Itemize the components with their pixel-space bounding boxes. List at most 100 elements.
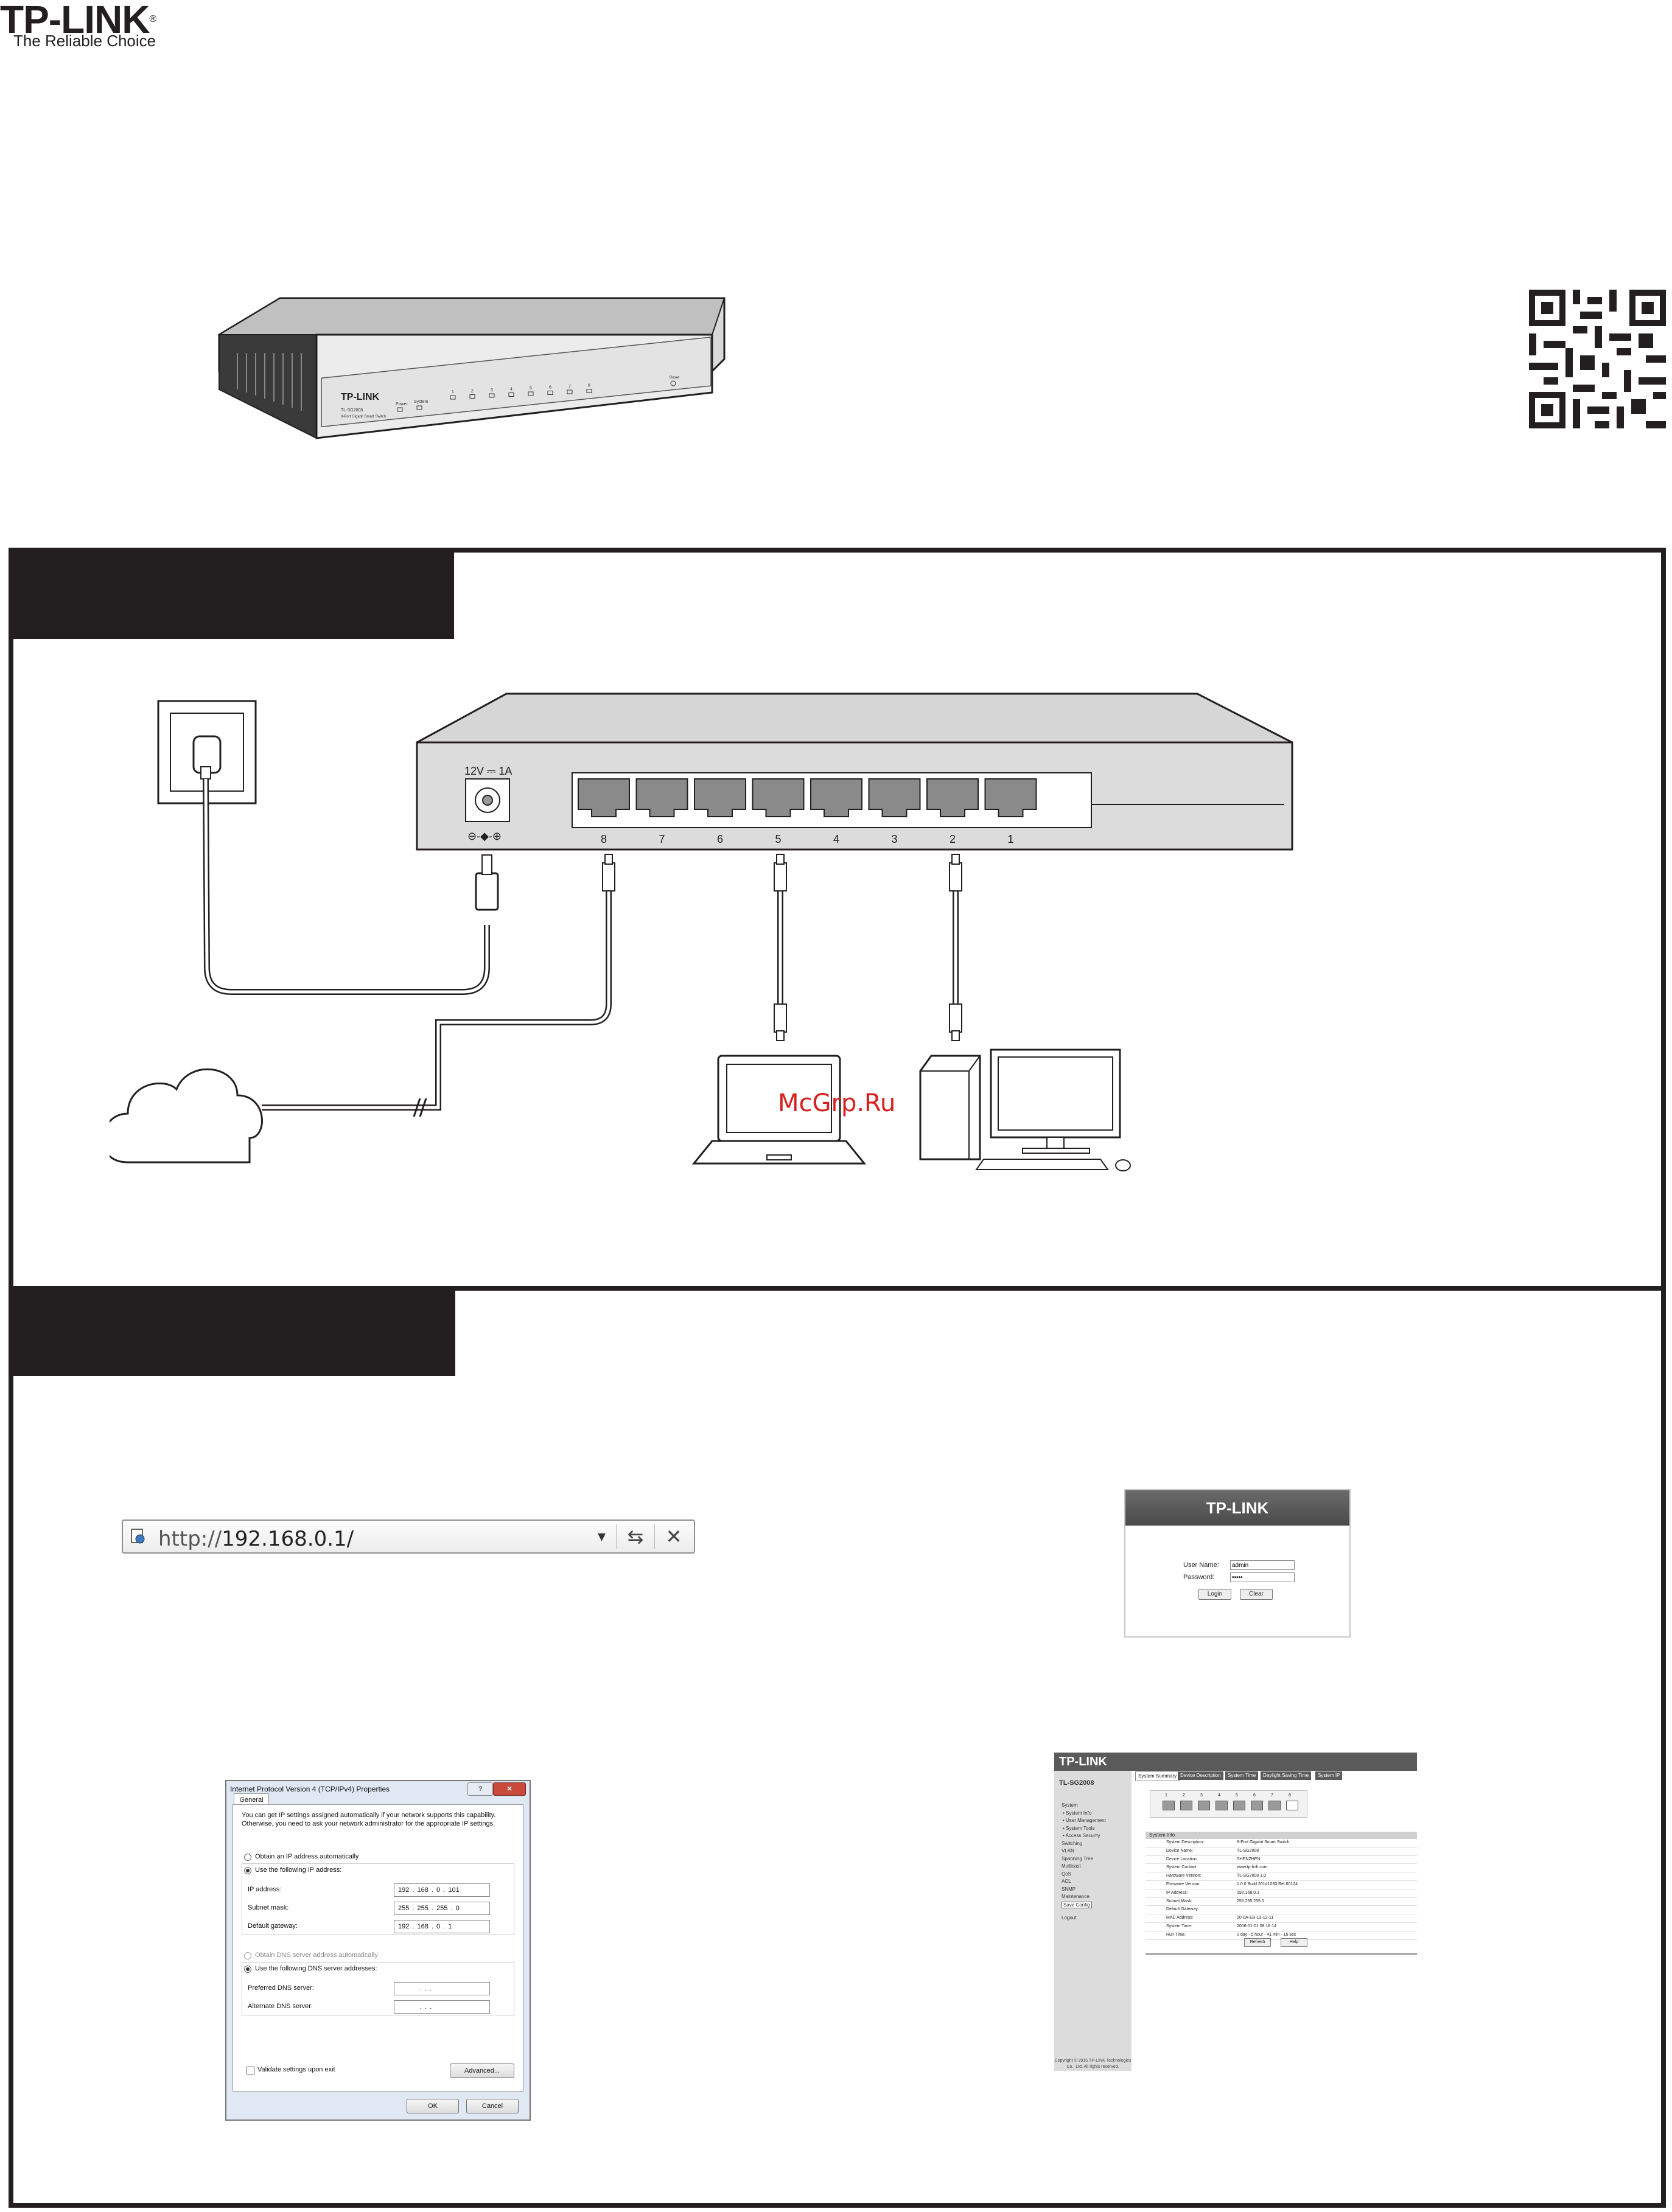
front-led-number: 5 [530, 386, 532, 391]
web-menu-item[interactable]: • User Management [1063, 1818, 1106, 1823]
info-row: System Time:2006-01-01 08:18:14 [1146, 1923, 1417, 1931]
web-menu-item[interactable]: Maintenance [1062, 1894, 1090, 1899]
use-ip-radio[interactable] [244, 1867, 251, 1874]
info-value: TL-SG2008 1.0 [1237, 1874, 1266, 1879]
refresh-button[interactable]: Refresh [1244, 1938, 1271, 1947]
web-port-icon[interactable] [1216, 1801, 1228, 1810]
auto-dns-label: Obtain DNS server address automatically [255, 1952, 378, 1959]
web-menu-item[interactable]: ACL [1062, 1879, 1071, 1884]
web-port-number: 6 [1253, 1793, 1256, 1798]
web-port-number: 8 [1289, 1793, 1291, 1798]
info-value: 255.255.255.0 [1237, 1899, 1264, 1903]
ip-address-field[interactable]: 192 . 168 . 0 . 101 [394, 1883, 490, 1897]
web-menu-item[interactable]: VLAN [1062, 1848, 1074, 1854]
web-port-icon[interactable] [1198, 1801, 1210, 1810]
advanced-button[interactable]: Advanced... [450, 2064, 514, 2078]
web-menu-item[interactable]: • System Info [1063, 1810, 1092, 1816]
port-number: 4 [833, 833, 839, 845]
dialog-close-button[interactable]: ✕ [493, 1782, 526, 1796]
use-ip-label: Use the following IP address: [255, 1866, 342, 1874]
web-port-icon[interactable] [1251, 1801, 1263, 1810]
table-rule [1146, 1953, 1417, 1955]
help-button[interactable]: ? [467, 1782, 493, 1796]
section-1-heading-tab [13, 553, 454, 639]
help-button[interactable]: Help [1281, 1938, 1307, 1947]
web-port-icon[interactable] [1286, 1801, 1298, 1810]
ethernet-port [578, 778, 630, 817]
power-plug-icon [475, 872, 499, 911]
dropdown-arrow-icon[interactable]: ▾ [598, 1527, 606, 1545]
validate-checkbox[interactable] [247, 2067, 254, 2074]
ip-address-label: IP address: [248, 1886, 282, 1893]
subnet-mask-label: Subnet mask: [248, 1904, 289, 1911]
info-value: 8-Port Gigabit Smart Switch [1237, 1840, 1290, 1844]
web-tab[interactable]: System IP [1315, 1771, 1343, 1780]
login-button[interactable]: Login [1198, 1589, 1231, 1600]
web-menu-item[interactable]: Multicast [1062, 1863, 1081, 1869]
front-logo: TP-LINK [341, 392, 380, 402]
info-key: System Description: [1166, 1840, 1205, 1844]
use-dns-radio[interactable] [244, 1966, 251, 1973]
laptop-icon [691, 1055, 867, 1165]
web-management-ui: TP-LINK TL-SG2008 System • System Info • U… [1054, 1753, 1417, 2071]
section-divider [9, 1286, 1666, 1291]
cancel-button[interactable]: Cancel [466, 2099, 519, 2113]
web-menu-item[interactable]: SNMP [1062, 1886, 1076, 1892]
port-number: 5 [775, 833, 782, 845]
web-port-icon[interactable] [1180, 1801, 1192, 1810]
switch-front-illustration: TP-LINK TL-SG2008 8-Port Gigabit Smart S… [217, 297, 726, 439]
info-row: System Description: 8-Port Gigabit Smart … [1146, 1839, 1417, 1847]
alternate-dns-field[interactable]: . . . [394, 2000, 490, 2014]
web-top-bar: TP-LINK [1054, 1753, 1417, 1771]
web-menu-item[interactable]: Save Config [1062, 1901, 1092, 1908]
web-sidebar: TL-SG2008 System• System Info• User Mana… [1054, 1771, 1132, 2071]
web-menu-item[interactable]: • Access Security [1063, 1833, 1100, 1838]
web-menu-item[interactable]: Switching [1062, 1840, 1083, 1846]
web-menu-item[interactable]: Logout [1062, 1915, 1077, 1921]
front-led [586, 389, 592, 393]
info-key: Run Time: [1166, 1932, 1186, 1937]
web-tab[interactable]: System Summary [1135, 1771, 1180, 1781]
info-key: MAC Address: [1166, 1916, 1194, 1921]
web-tab[interactable]: System Time [1225, 1771, 1259, 1780]
ok-button[interactable]: OK [407, 2099, 459, 2113]
web-tab[interactable]: Daylight Saving Time [1261, 1771, 1312, 1780]
close-icon[interactable]: ✕ [654, 1524, 693, 1549]
front-led [489, 393, 495, 398]
username-input[interactable] [1230, 1560, 1295, 1570]
front-description: 8-Port Gigabit Smart Switch [341, 415, 386, 419]
auto-ip-radio[interactable] [244, 1854, 251, 1861]
clear-button[interactable]: Clear [1240, 1589, 1273, 1600]
web-menu-item[interactable]: QoS [1062, 1871, 1072, 1877]
preferred-dns-field[interactable]: . . . [394, 1982, 490, 1995]
info-row: MAC Address:00-0A-EB-13-12-11 [1146, 1914, 1417, 1923]
password-input[interactable] [1230, 1572, 1295, 1582]
web-port-icon[interactable] [1268, 1801, 1281, 1810]
front-led-number: 6 [549, 386, 551, 390]
front-led-number: 3 [491, 388, 493, 393]
web-menu-item[interactable]: • System Tools [1063, 1825, 1095, 1831]
web-tab[interactable]: Device Description [1178, 1771, 1223, 1780]
login-logo: TP-LINK [1125, 1490, 1349, 1526]
port-number: 7 [659, 833, 665, 845]
username-label: User Name: [1183, 1561, 1219, 1569]
info-key: Default Gateway: [1166, 1907, 1199, 1912]
browser-address-bar[interactable]: http://192.168.0.1/ ▾ ⇆ ✕ [122, 1519, 695, 1554]
ethernet-cable-laptop [774, 854, 787, 1041]
auto-dns-radio[interactable] [244, 1952, 251, 1959]
tab-general[interactable]: General [234, 1793, 269, 1806]
refresh-icon[interactable]: ⇆ [616, 1524, 654, 1549]
login-panel: TP-LINK User Name: Password: Login Clear [1124, 1489, 1351, 1638]
url-text[interactable]: http://192.168.0.1/ [158, 1527, 354, 1551]
info-value: TL-SG2008 [1237, 1848, 1259, 1853]
web-menu-item[interactable]: System [1062, 1802, 1078, 1808]
ip-group [242, 1863, 514, 1935]
web-port-icon[interactable] [1233, 1801, 1245, 1810]
gateway-field[interactable]: 192 . 168 . 0 . 1 [394, 1920, 490, 1933]
subnet-mask-field[interactable]: 255 . 255 . 255 . 0 [394, 1902, 490, 1915]
web-menu-item[interactable]: Spanning Tree [1062, 1855, 1094, 1861]
info-value: 192.168.0.1 [1237, 1890, 1259, 1895]
web-port-icon[interactable] [1163, 1801, 1175, 1810]
intro-text: You can get IP settings assigned automat… [242, 1812, 496, 1827]
port-number: 3 [892, 833, 898, 845]
